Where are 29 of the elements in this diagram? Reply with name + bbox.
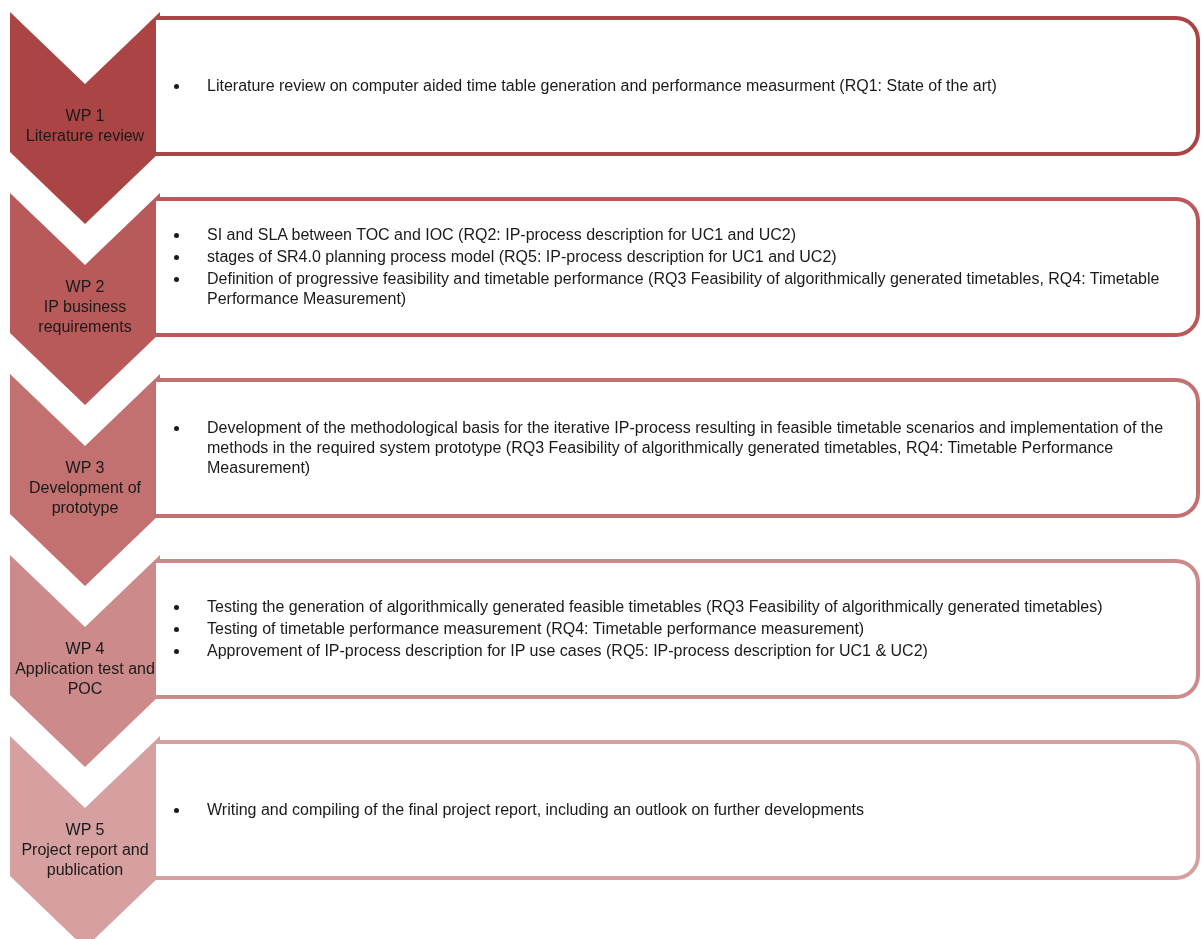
task-text: Approvement of IP-process description for IP use cases (RQ5: IP-process description for UC1 & UC2) xyxy=(207,641,928,661)
chevron-shape xyxy=(10,12,160,224)
step-title: Project report and publication xyxy=(20,840,150,880)
task-box xyxy=(156,559,1200,699)
task-text: Writing and compiling of the final project report, including an outlook on further developments xyxy=(207,800,864,820)
task-text: Testing of timetable performance measurement (RQ4: Timetable performance measurement) xyxy=(207,619,865,639)
task-text: Development of the methodological basis for the iterative IP-process resulting in feasible timetable scenarios and implementation of the methods in the required system prototype (RQ3 Feasibility of algorithmically generated timetables, RQ4: Timetable Performance Measurement) xyxy=(207,418,1165,478)
step-number: WP 4 xyxy=(64,639,106,659)
chevron-shape xyxy=(10,555,160,767)
chevron-shape xyxy=(10,374,160,586)
step-title: Literature review xyxy=(24,126,146,146)
step-title: IP business requirements xyxy=(37,297,133,337)
task-text: Definition of progressive feasibility and timetable performance (RQ3 Feasibility of algorithmically generated timetables, RQ4: Timetable Performance Measurement) xyxy=(207,269,1161,309)
task-box xyxy=(156,16,1200,156)
task-box xyxy=(156,378,1200,518)
task-box xyxy=(156,740,1200,880)
task-text: Testing the generation of algorithmically generated feasible timetables (RQ3 Feasibility of algorithmically generated timetables) xyxy=(207,597,1103,617)
task-text: Literature review on computer aided time table generation and performance measurment (RQ1: State of the art) xyxy=(207,76,997,96)
step-number: WP 5 xyxy=(64,820,106,840)
chevron-shape xyxy=(10,193,160,405)
step-title: Development of prototype xyxy=(27,478,143,518)
chevron-shape xyxy=(10,736,160,939)
task-text: SI and SLA between TOC and IOC (RQ2: IP-process description for UC1 and UC2) xyxy=(207,225,796,245)
step-number: WP 3 xyxy=(64,458,106,478)
task-text: stages of SR4.0 planning process model (RQ5: IP-process description for UC1 and UC2) xyxy=(207,247,837,267)
step-number: WP 1 xyxy=(64,106,106,126)
step-title: Application test and POC xyxy=(14,659,156,699)
step-number: WP 2 xyxy=(64,277,106,297)
task-box xyxy=(156,197,1200,337)
